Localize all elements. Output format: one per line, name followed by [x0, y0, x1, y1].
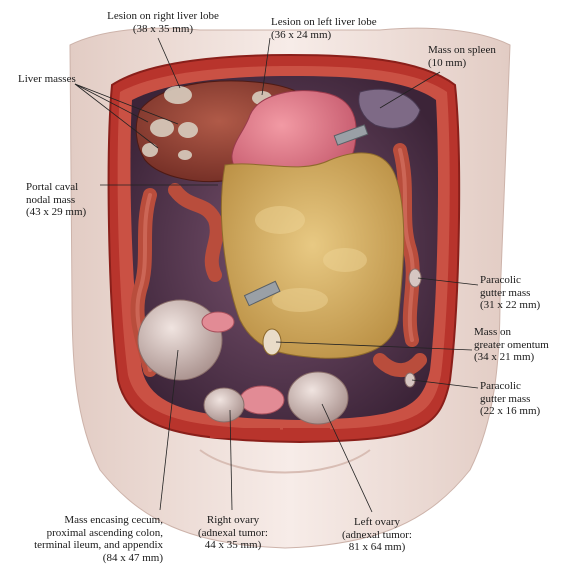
label-liver-masses: Liver masses — [18, 73, 76, 85]
liver-lesions — [142, 86, 272, 160]
cecum-mass — [137, 299, 223, 381]
pelvic-loops — [201, 311, 285, 415]
leader-lines — [74, 37, 479, 513]
label-right-liver-lobe: Lesion on right liver lobe(38 x 35 mm) — [107, 10, 219, 35]
label-spleen-mass: Mass on spleen(10 mm) — [428, 44, 496, 69]
left-ovary-tumor — [287, 371, 349, 425]
greater-omentum — [220, 152, 405, 359]
label-left-ovary: Left ovary(adnexal tumor:81 x 64 mm) — [342, 516, 412, 553]
spleen — [358, 88, 421, 129]
label-left-liver-lobe: Lesion on left liver lobe(36 x 24 mm) — [271, 16, 377, 41]
label-cecum-mass: Mass encasing cecum,proximal ascending c… — [34, 514, 163, 564]
label-right-ovary: Right ovary(adnexal tumor:44 x 35 mm) — [198, 514, 268, 551]
right-ovary-tumor — [203, 387, 245, 423]
surgical-clamps — [243, 124, 369, 307]
